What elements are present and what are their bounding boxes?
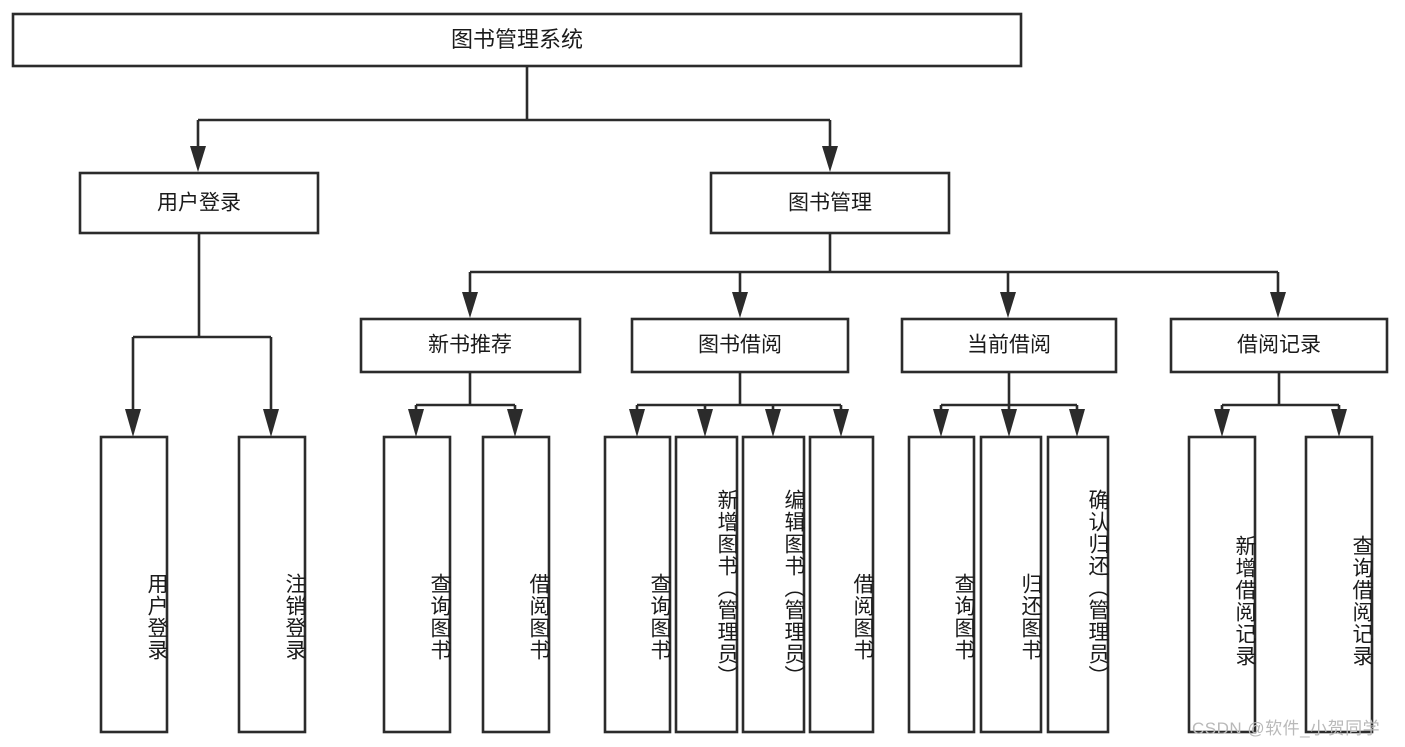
arrow-icon	[125, 409, 141, 437]
leaf-box-add-record[interactable]	[1187, 435, 1257, 734]
arrow-icon	[1001, 409, 1017, 437]
arrow-icon	[507, 409, 523, 437]
leaf-box-edit-book[interactable]	[741, 435, 806, 734]
leaf-box-query-book-borrow[interactable]	[603, 435, 672, 734]
arrow-icon	[1000, 292, 1016, 318]
user-login-box[interactable]	[78, 171, 320, 235]
node-user-login[interactable]: 用户登录	[78, 171, 320, 235]
leaf-box-return-book[interactable]	[979, 435, 1043, 734]
node-book-borrow[interactable]: 图书借阅	[630, 317, 850, 374]
current-borrow-box[interactable]	[900, 317, 1118, 374]
leaf-box-confirm-return[interactable]	[1046, 435, 1110, 734]
book-borrow-label: 图书借阅	[698, 334, 782, 357]
current-borrow-label: 当前借阅	[967, 334, 1051, 357]
watermark-text: CSDN @软件_小贺同学	[1192, 719, 1381, 738]
leaf-box-query-record[interactable]	[1304, 435, 1374, 734]
root-box[interactable]	[11, 12, 1023, 68]
arrow-icon	[190, 146, 206, 172]
node-borrow-record[interactable]: 借阅记录	[1169, 317, 1389, 374]
arrow-icon	[263, 409, 279, 437]
arrow-icon	[933, 409, 949, 437]
arrow-icon	[1331, 409, 1347, 437]
new-book-recommend-box[interactable]	[359, 317, 582, 374]
root-label: 图书管理系统	[451, 27, 583, 52]
leaf-box-user-login[interactable]	[99, 435, 169, 734]
connector-borrowrecord-to-leaves	[1214, 372, 1347, 437]
borrow-record-label: 借阅记录	[1237, 334, 1321, 357]
arrow-icon	[822, 146, 838, 172]
arrow-icon	[833, 409, 849, 437]
arrow-icon	[629, 409, 645, 437]
leaf-box-add-book[interactable]	[674, 435, 739, 734]
node-current-borrow[interactable]: 当前借阅	[900, 317, 1118, 374]
arrow-icon	[765, 409, 781, 437]
node-book-management[interactable]: 图书管理	[709, 171, 951, 235]
arrow-icon	[462, 292, 478, 318]
arrow-icon	[408, 409, 424, 437]
arrow-icon	[1069, 409, 1085, 437]
book-management-label: 图书管理	[788, 192, 872, 215]
connector-currentborrow-to-leaves	[933, 372, 1085, 437]
leaf-box-borrow-book-rec[interactable]	[481, 435, 551, 734]
arrow-icon	[1214, 409, 1230, 437]
new-book-recommend-label: 新书推荐	[428, 334, 512, 357]
connector-newbook-to-leaves	[408, 372, 523, 437]
connector-bookborrow-to-leaves	[629, 372, 849, 437]
connector-bookmgmt-to-level2	[462, 233, 1286, 318]
connector-root-to-level1	[190, 66, 838, 172]
user-login-label: 用户登录	[157, 192, 241, 215]
arrow-icon	[697, 409, 713, 437]
connector-userlogin-to-leaves	[125, 233, 279, 437]
leaf-box-query-book-current[interactable]	[907, 435, 976, 734]
leaf-box-borrow-book[interactable]	[808, 435, 875, 734]
arrow-icon	[732, 292, 748, 318]
leaf-box-query-book-rec[interactable]	[382, 435, 452, 734]
arrow-icon	[1270, 292, 1286, 318]
node-new-book-recommend[interactable]: 新书推荐	[359, 317, 582, 374]
node-root[interactable]: 图书管理系统	[11, 12, 1023, 68]
leaf-box-logout[interactable]	[237, 435, 307, 734]
